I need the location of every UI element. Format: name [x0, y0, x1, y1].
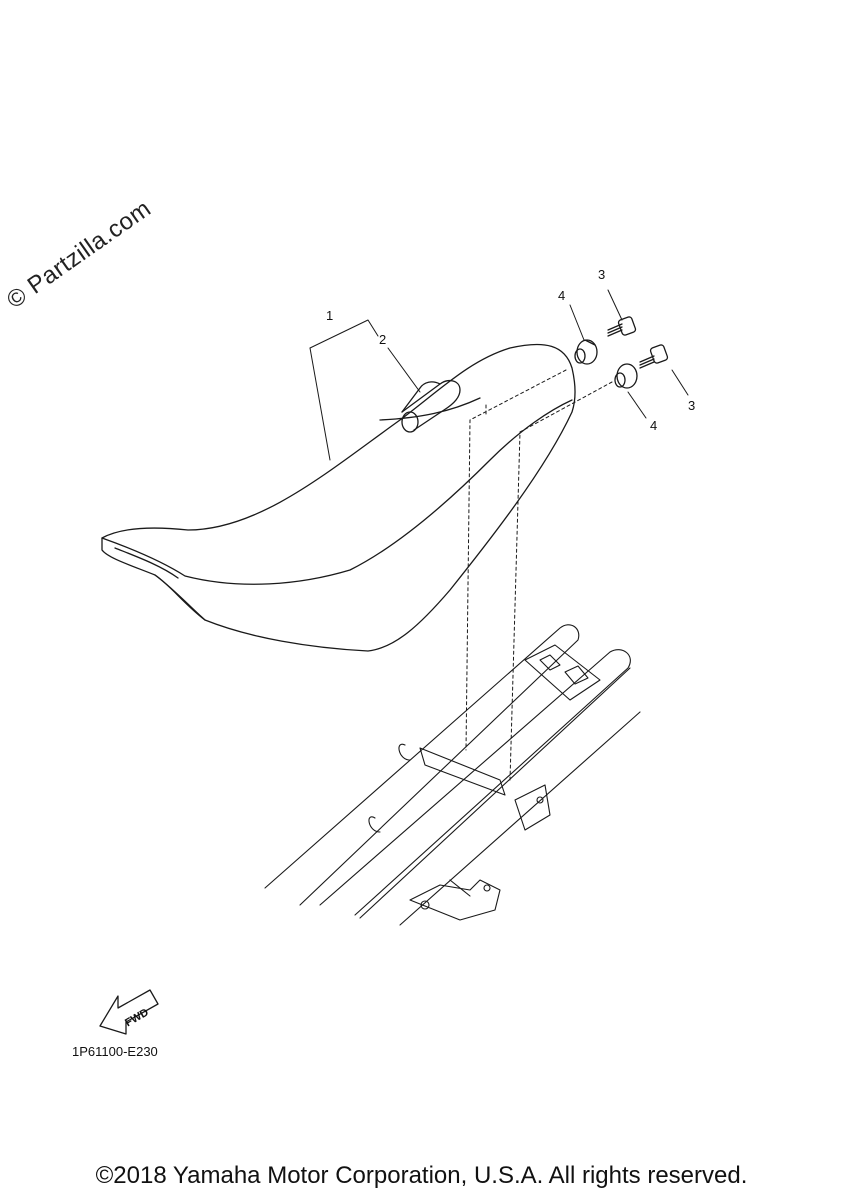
frame-part: [264, 624, 641, 926]
seat-part: [101, 343, 576, 652]
part-code: 1P61100-E230: [72, 1044, 158, 1059]
collar-upper-part: [574, 339, 598, 365]
copyright-notice: ©2018 Yamaha Motor Corporation, U.S.A. A…: [95, 1162, 748, 1189]
fwd-arrow: [99, 989, 159, 1035]
callout-3-bolt-lower: 3: [688, 398, 696, 413]
fwd-label: FWD: [123, 1006, 151, 1029]
callout-3-bolt-upper: 3: [598, 267, 606, 282]
callout-4-collar-lower: 4: [650, 418, 658, 433]
bolt-lower-part: [639, 344, 669, 369]
callout-2-strap: 2: [379, 332, 387, 347]
collar-lower-part: [614, 363, 638, 389]
leader-lines: [309, 289, 689, 461]
callout-4-collar-upper: 4: [558, 288, 566, 303]
bolt-upper-part: [607, 316, 637, 337]
callout-1-seat: 1: [326, 308, 334, 323]
seat-strap-part: [401, 379, 461, 433]
alignment-dashes: [465, 369, 613, 781]
